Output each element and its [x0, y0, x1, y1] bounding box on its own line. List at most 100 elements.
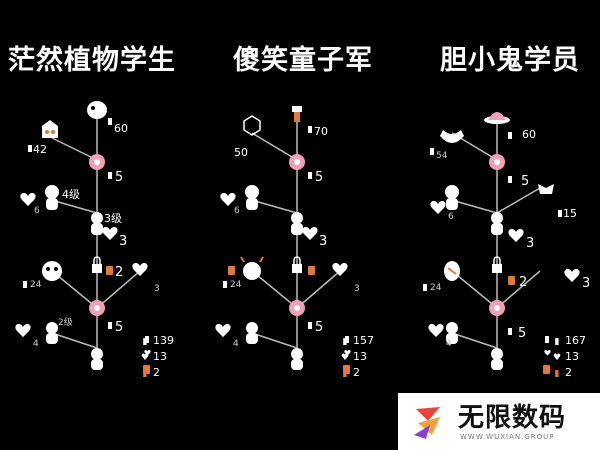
watermark-brand: 无限数码: [458, 403, 567, 433]
emote-flower-icon[interactable]: [289, 300, 305, 316]
spirit-emote-icon[interactable]: [246, 322, 258, 344]
candle-cost-label: 42: [33, 143, 47, 156]
total-tickets-value: 2: [153, 366, 160, 379]
candle-cost-label: 5: [115, 320, 124, 335]
tree-diagram: [215, 106, 351, 374]
heart-icon: [344, 349, 351, 356]
ticket-icon[interactable]: [508, 276, 515, 285]
heart-icon[interactable]: [132, 263, 148, 276]
lock-icon[interactable]: [292, 256, 302, 273]
total-tickets-value: 2: [353, 366, 360, 379]
heart-icon[interactable]: [20, 193, 36, 206]
ticket-icon: ▮: [342, 369, 348, 379]
candle-icon: [423, 132, 562, 343]
horned-mask-icon[interactable]: [240, 256, 264, 280]
spirit-emote-icon[interactable]: [445, 185, 459, 210]
heart-icon: [144, 349, 151, 356]
heart-cost-label: 6: [448, 212, 454, 222]
total-hearts-value: 13: [353, 350, 367, 363]
emote-flower-icon[interactable]: [489, 300, 505, 316]
emote-flower-icon[interactable]: [89, 154, 105, 170]
hexagon-mask-icon[interactable]: [243, 115, 261, 136]
ticket-cost-label: 2: [519, 275, 528, 290]
heart-icon[interactable]: [428, 324, 444, 337]
candle-cost-label: 60: [114, 122, 128, 135]
candle-icon: [23, 118, 149, 343]
heart-icon[interactable]: [564, 269, 580, 282]
heart-icon: ♥: [140, 353, 150, 363]
total-tickets: ▮2: [140, 366, 160, 379]
spirit-tree-panel-scout: 50 70 5 6 3 24 3 4 5 ▮157 ♥13 ▮2: [200, 88, 400, 388]
heart-icon[interactable]: [508, 229, 524, 242]
watermark: 无限数码 WWW.WUXIAN.GROUP: [398, 393, 600, 450]
level-label: 2级: [58, 318, 73, 328]
tree-title-coward: 胆小鬼学员: [440, 45, 580, 76]
heart-cost-label: 3: [582, 276, 591, 291]
ticket-icon[interactable]: [228, 266, 235, 275]
total-candles: ▮167: [552, 334, 586, 347]
ticket-icon[interactable]: [143, 365, 150, 374]
mask-icon[interactable]: [42, 120, 58, 138]
lock-icon[interactable]: [92, 256, 102, 273]
spirit-emote-icon[interactable]: [491, 212, 503, 235]
candle-cost-label: 54: [436, 151, 448, 161]
candle-cost-label: 24: [230, 280, 242, 290]
candle-cost-label: 60: [522, 128, 536, 141]
mask-face-icon[interactable]: [42, 261, 62, 281]
candle-icon: [223, 126, 349, 343]
spirit-emote-icon[interactable]: [91, 212, 103, 235]
total-hearts-value: 13: [565, 350, 579, 363]
ticket-icon: ▮: [142, 369, 148, 379]
spirit-tree-panel-plant-student: 42 60 5 4级 6 3级 3 2 24 3 2级 4 5 ▮139 ♥13…: [0, 88, 200, 388]
spirit-emote-icon[interactable]: [45, 185, 59, 210]
total-hearts: ♥13: [552, 350, 579, 363]
emote-flower-icon[interactable]: [89, 300, 105, 316]
spirit-emote-icon[interactable]: [91, 348, 103, 370]
heart-cost-label: 6: [34, 206, 40, 216]
candle-icon: ▮: [342, 337, 348, 347]
heart-icon[interactable]: [15, 324, 31, 337]
heart-icon[interactable]: [332, 263, 348, 276]
mask-face-icon[interactable]: [444, 261, 460, 281]
candle-cost-label: 50: [234, 146, 248, 159]
total-candles-value: 157: [353, 334, 374, 347]
cape-icon[interactable]: [440, 130, 464, 143]
heart-icon[interactable]: [430, 201, 446, 214]
lock-icon[interactable]: [492, 256, 502, 273]
heart-icon[interactable]: [220, 193, 236, 206]
heart-cost-label: 3: [526, 236, 535, 251]
heart-icon: ♥: [552, 353, 562, 363]
ticket-icon[interactable]: [543, 365, 550, 374]
heart-cost-label: 3: [154, 284, 160, 294]
hat-icon[interactable]: [484, 112, 510, 124]
emote-flower-icon[interactable]: [289, 154, 305, 170]
candle-cost-label: 5: [518, 326, 527, 341]
ticket-icon[interactable]: [343, 365, 350, 374]
ticket-icon[interactable]: [308, 266, 315, 275]
heart-icon[interactable]: [102, 227, 118, 240]
level-label: 3级: [104, 212, 122, 225]
emote-flower-icon[interactable]: [489, 154, 505, 170]
spirit-emote-icon[interactable]: [491, 348, 503, 370]
heart-icon[interactable]: [215, 324, 231, 337]
spirit-emote-icon[interactable]: [291, 212, 303, 235]
heart-cost-label: 3: [354, 284, 360, 294]
spirit-emote-icon[interactable]: [46, 322, 58, 344]
total-candles: ▮139: [140, 334, 174, 347]
spirit-emote-icon[interactable]: [291, 348, 303, 370]
brand-logo-icon: [414, 407, 440, 439]
candle-cost-label: 5: [115, 170, 124, 185]
spirit-emote-icon[interactable]: [245, 185, 259, 210]
hair-icon[interactable]: [292, 106, 302, 122]
heart-icon: ♥: [340, 353, 350, 363]
heart-icon: [544, 349, 551, 356]
heart-cost-label: 6: [234, 206, 240, 216]
wing-emblem-icon[interactable]: [538, 184, 554, 194]
hair-icon[interactable]: [87, 101, 107, 119]
total-hearts: ♥13: [340, 350, 367, 363]
total-hearts-value: 13: [153, 350, 167, 363]
heart-icon[interactable]: [302, 227, 318, 240]
spirit-emote-icon[interactable]: [446, 322, 458, 344]
ticket-icon[interactable]: [106, 266, 113, 275]
ticket-cost-label: 2: [115, 265, 124, 280]
